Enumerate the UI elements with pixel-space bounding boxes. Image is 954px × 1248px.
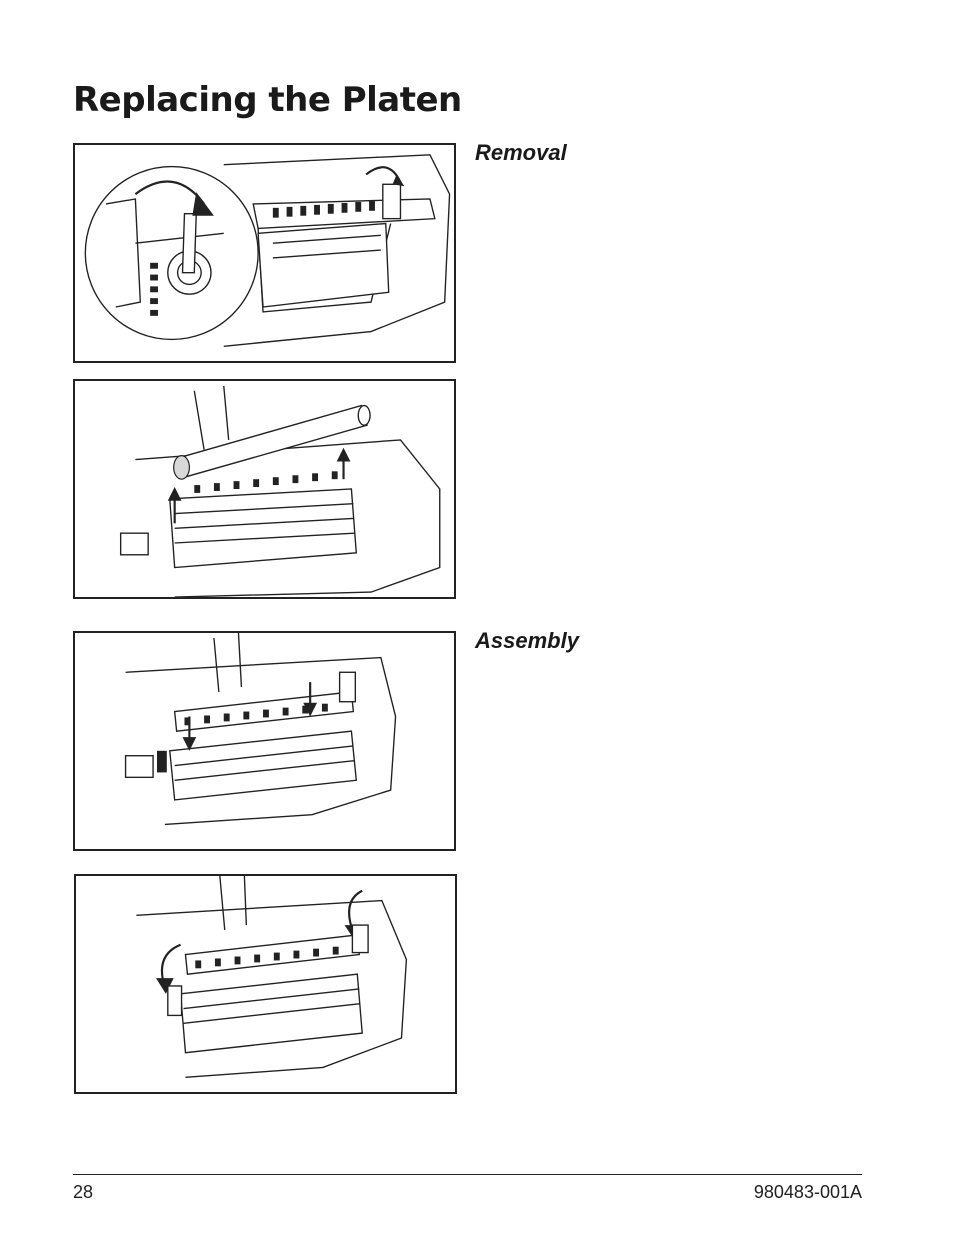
assembly-heading: Assembly — [475, 628, 579, 654]
page-title: Replacing the Platen — [73, 80, 462, 120]
printer-illustration — [75, 381, 454, 597]
document-id: 980483-001A — [754, 1182, 862, 1203]
printer-illustration — [76, 876, 455, 1092]
removal-heading: Removal — [475, 140, 567, 166]
footer-rule — [73, 1174, 862, 1175]
removal-figure-lift-platen — [73, 379, 456, 599]
removal-figure-lever-release — [73, 143, 456, 363]
assembly-figure-insert-platen — [73, 631, 456, 851]
assembly-figure-lock-levers — [74, 874, 457, 1094]
page-number: 28 — [73, 1182, 93, 1203]
printer-illustration — [75, 633, 454, 849]
printer-illustration — [75, 145, 454, 361]
